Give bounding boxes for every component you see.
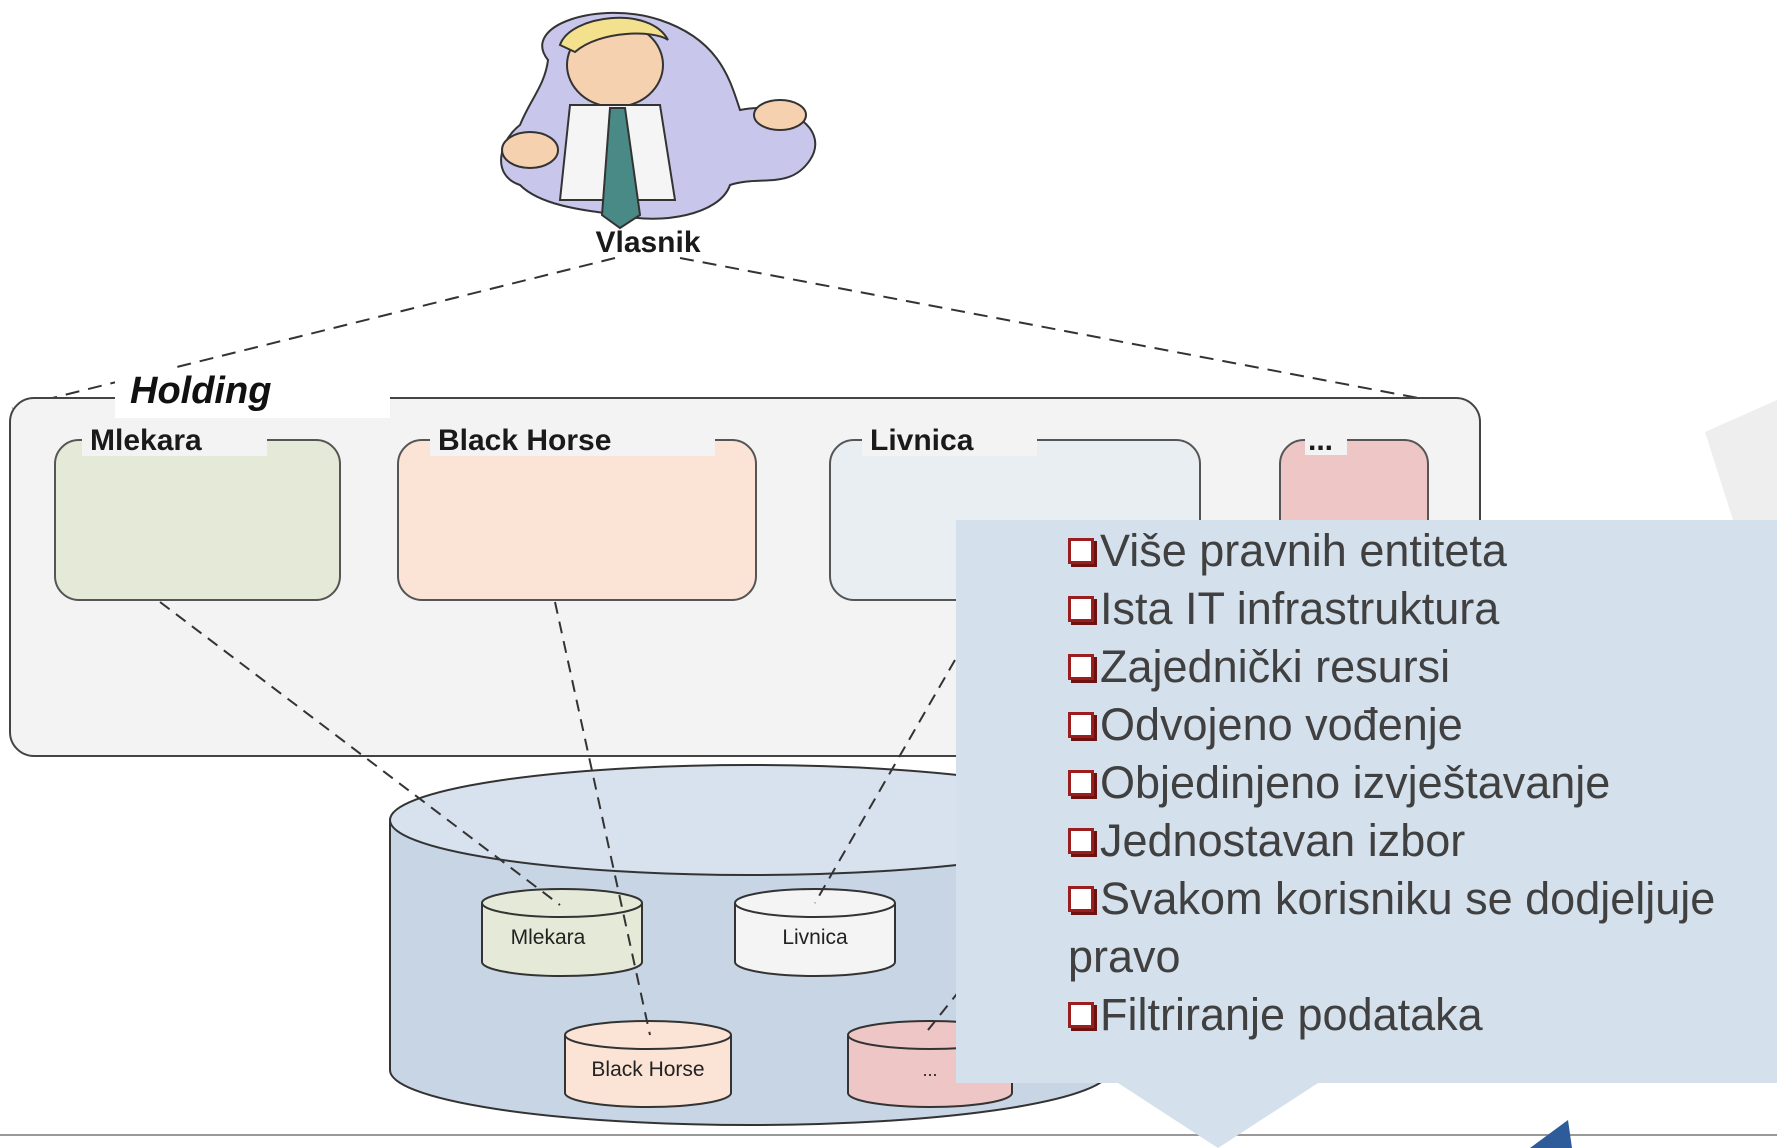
checkbox-bullet-icon [1068,1002,1094,1028]
nav-arrow-icon[interactable] [1530,1120,1572,1148]
callout-list: Više pravnih entiteta Ista IT infrastruk… [1068,522,1768,1044]
checkbox-bullet-icon [1068,770,1094,796]
company-label-black-horse: Black Horse [438,424,611,457]
company-box-mlekara [54,439,341,601]
list-item: Jednostavan izbor [1068,812,1768,870]
db-label-livnica: Livnica [782,926,848,949]
checkbox-bullet-icon [1068,654,1094,680]
checkbox-bullet-icon [1068,712,1094,738]
checkbox-bullet-icon [1068,538,1094,564]
list-item: Zajednički resursi [1068,638,1768,696]
owner-link-right [679,257,1456,406]
db-label-black-horse: Black Horse [591,1058,704,1081]
list-item: Filtriranje podataka [1068,986,1768,1044]
owner-link-left [11,257,616,409]
db-livnica-icon [734,888,896,977]
company-label-more: ... [1308,424,1333,457]
db-label-more: ... [922,1060,937,1080]
list-item: Više pravnih entiteta [1068,522,1768,580]
link-mlekara [159,601,561,906]
list-item: Objedinjeno izvještavanje [1068,754,1768,812]
link-more [927,989,961,1031]
db-black-horse-icon [564,1020,732,1108]
checkbox-bullet-icon [1068,828,1094,854]
company-box-black-horse [397,439,757,601]
company-label-livnica: Livnica [870,424,974,457]
db-label-mlekara: Mlekara [511,926,586,949]
link-black-horse [554,601,651,1036]
decorative-shape [1705,400,1777,535]
list-item: Ista IT infrastruktura [1068,580,1768,638]
callout-box [956,520,1777,1148]
holding-label-bg [115,368,390,418]
list-item: Svakom korisniku se dodjeljuje pravo [1068,873,1716,982]
list-item: Odvojeno vođenje [1068,696,1768,754]
checkbox-bullet-icon [1068,596,1094,622]
link-livnica [814,659,956,904]
owner-label: Vlasnik [595,226,700,259]
db-mlekara-icon [481,888,643,977]
owner-figure-icon [500,11,817,230]
company-label-mlekara: Mlekara [90,424,202,457]
holding-label: Holding [130,370,271,412]
checkbox-bullet-icon [1068,886,1094,912]
